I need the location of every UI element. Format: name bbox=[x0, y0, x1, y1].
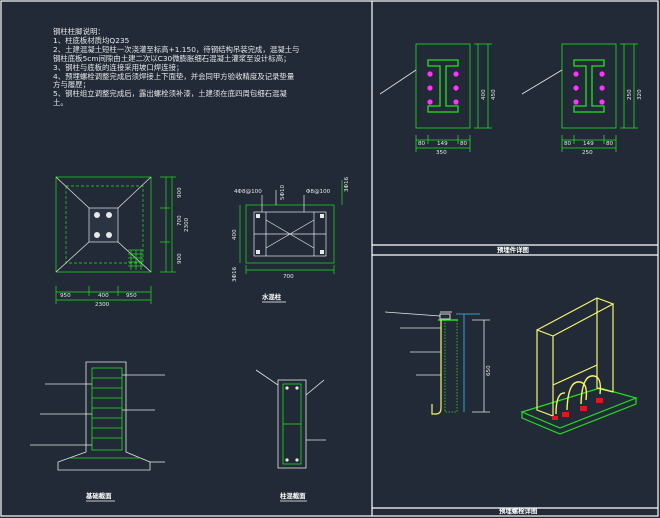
ep1-dim-r2: 450 bbox=[491, 89, 497, 100]
column-section bbox=[255, 369, 326, 469]
notes-line-8: 土。 bbox=[53, 98, 68, 108]
column-section-title: 柱混截面 bbox=[280, 491, 306, 500]
notes-line-5: 4、预埋螺栓调整完成后须焊接上下面垫，并会同甲方验收精度及记录垫量 bbox=[53, 71, 295, 81]
embed-plate-2 bbox=[521, 43, 638, 152]
ep1-dim-c: 80 bbox=[460, 141, 468, 147]
plan-dim-r3: 2300 bbox=[184, 217, 190, 232]
column-section-detail bbox=[239, 180, 343, 274]
notes-line-3: 钢柱底板5cm间隙由土建二次以C30微膨胀细石混凝土灌浆至设计标高； bbox=[53, 53, 291, 63]
plan-dim-total: 2300 bbox=[95, 302, 110, 308]
anchor-bolt-3d bbox=[520, 297, 638, 435]
ep2-dim-r2: 320 bbox=[637, 89, 643, 100]
notes-line-6: 方与履歴； bbox=[53, 80, 90, 90]
notes-line-7: 5、钢柱组立调整完成后，露出螺栓须补漆，土建须在底四周包细石混凝 bbox=[53, 89, 287, 99]
ep1-dim-a: 80 bbox=[418, 141, 426, 147]
plan-dim-right: 950 bbox=[126, 293, 137, 299]
notes-line-4: 3、钢柱与底板的连接采用坡口焊连接； bbox=[53, 62, 184, 72]
notes-title: 钢柱柱脚说明： bbox=[53, 27, 105, 36]
plan-title: 水混柱 bbox=[262, 292, 282, 301]
plan-dim-left: 950 bbox=[60, 293, 71, 299]
column-foot-notes: 钢柱柱脚说明： 1、柱底板材质均Q235 2、土建混凝土短柱一次浇灌至标高+1.… bbox=[53, 27, 368, 108]
anchor-bolt-section bbox=[384, 311, 490, 415]
plan-dim-r2: 700 bbox=[177, 215, 183, 226]
section-dim-left: 400 bbox=[232, 229, 238, 240]
bolt-detail-title: 预埋螺栓详图 bbox=[499, 506, 537, 515]
plan-dim-r4: 900 bbox=[177, 253, 183, 264]
ep2-dim-b: 149 bbox=[583, 141, 594, 147]
rebar-label-mid: 5Φ10 bbox=[280, 184, 286, 200]
ep2-dim-a: 80 bbox=[564, 141, 572, 147]
section-dim-width: 700 bbox=[283, 274, 294, 280]
ep1-dim-total: 350 bbox=[436, 150, 447, 156]
ep1-dim-r1: 400 bbox=[481, 89, 487, 100]
ep2-dim-total: 250 bbox=[582, 150, 593, 156]
plan-dim-r1: 900 bbox=[177, 187, 183, 198]
notes-line-2: 2、土建混凝土短柱一次浇灌至标高+1.150，待钢结构吊装完成，混凝土与 bbox=[53, 44, 300, 54]
embed-plate-title: 预埋件详图 bbox=[497, 245, 529, 254]
foundation-title: 基础截面 bbox=[85, 491, 112, 500]
plan-dim-middle: 400 bbox=[98, 293, 109, 299]
bolt-dim-height: 650 bbox=[486, 365, 492, 376]
column-plan-view bbox=[55, 176, 176, 304]
notes-line-1: 1、柱底板材质均Q235 bbox=[53, 35, 130, 45]
rebar-label-left: 4Φ8@100 bbox=[234, 189, 262, 195]
foundation-section bbox=[30, 361, 165, 471]
ep1-dim-b: 149 bbox=[437, 141, 448, 147]
ep2-dim-c: 80 bbox=[606, 141, 614, 147]
section-dim-right-corner: 3Φ16 bbox=[344, 176, 350, 192]
embed-plate-1 bbox=[379, 43, 492, 152]
section-dim-corner: 3Φ16 bbox=[232, 266, 238, 282]
rebar-label-right: Φ8@100 bbox=[306, 189, 331, 195]
ep2-dim-r1: 250 bbox=[627, 89, 633, 100]
